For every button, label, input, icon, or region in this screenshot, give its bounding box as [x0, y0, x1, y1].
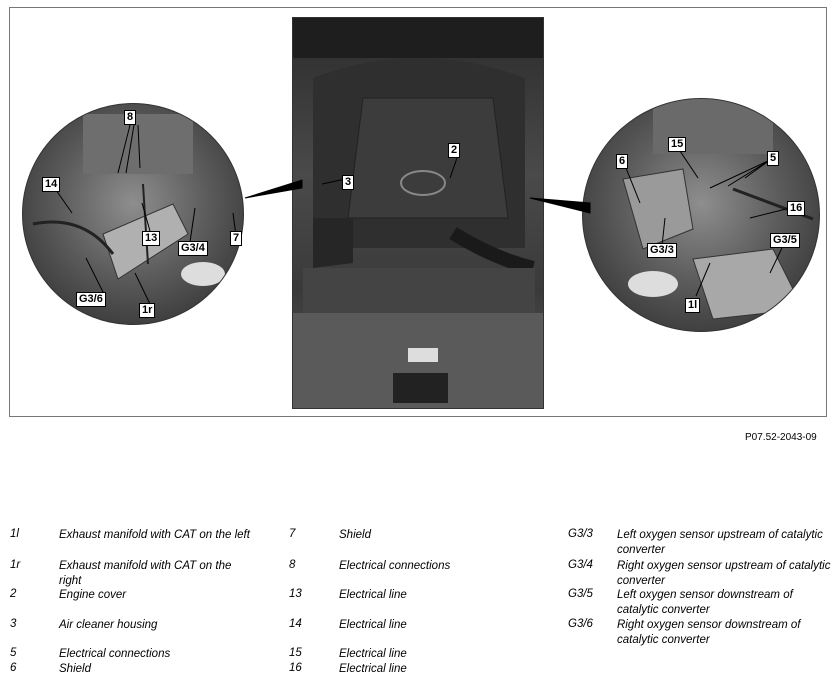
engine-bay-photo	[292, 17, 544, 409]
callout-g3-4: G3/4	[178, 241, 208, 256]
callout-1r: 1r	[139, 303, 156, 318]
callout-g3-5: G3/5	[770, 233, 800, 248]
callout-1l: 1l	[685, 298, 701, 313]
callout-6: 6	[616, 154, 629, 169]
right-connector-wedge	[529, 197, 591, 214]
callout-5: 5	[767, 151, 780, 166]
callout-g3-3: G3/3	[647, 243, 677, 258]
left-detail-circle	[22, 103, 244, 325]
callout-13: 13	[142, 231, 161, 246]
callout-2: 2	[448, 143, 461, 158]
callout-15: 15	[668, 137, 687, 152]
diagram-figure: 8 14 13 G3/4 7 G3/6 1r 3 2 15 5 6 16 G3/…	[9, 7, 827, 417]
callout-14: 14	[42, 177, 61, 192]
callout-7: 7	[230, 231, 243, 246]
right-detail-circle	[582, 98, 820, 332]
photo-reference-id: P07.52-2043-09	[745, 432, 817, 443]
callout-16: 16	[787, 201, 806, 216]
engine-bay-drawing	[293, 18, 543, 408]
callout-8: 8	[124, 110, 137, 125]
callout-3: 3	[342, 175, 355, 190]
callout-g3-6: G3/6	[76, 292, 106, 307]
leader-lines	[55, 124, 791, 305]
brand-emblem-icon	[400, 170, 446, 196]
left-connector-wedge	[244, 179, 303, 199]
